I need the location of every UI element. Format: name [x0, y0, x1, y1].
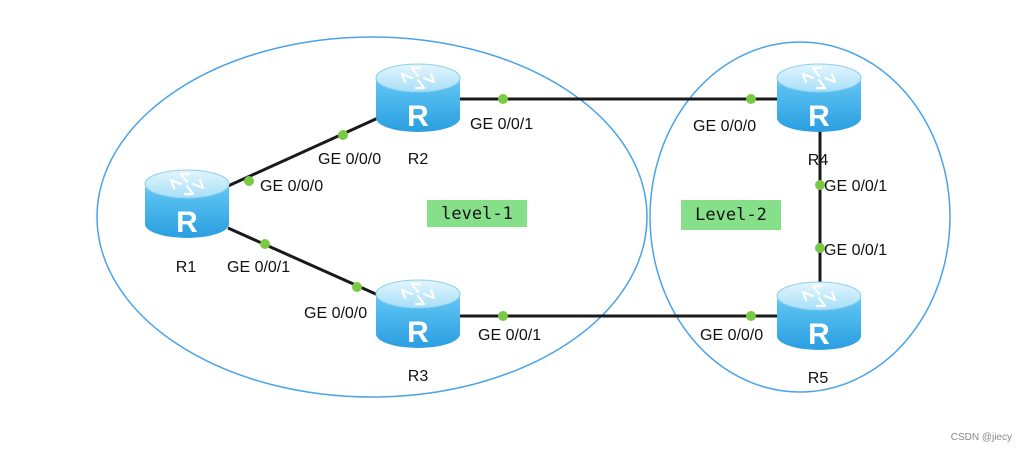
port-dot-r3-ge000 [352, 282, 362, 292]
port-label-r2-ge001: GE 0/0/1 [470, 116, 533, 133]
router-r1-icon-letter: R [176, 206, 198, 239]
router-r4-label: R4 [808, 152, 829, 169]
router-r1[interactable]: R [143, 168, 231, 240]
area-tag-level-1: level-1 [427, 200, 527, 227]
port-dot-r5-ge000 [746, 311, 756, 321]
watermark: CSDN @jiecy [951, 432, 1012, 443]
router-r5-icon-letter: R [808, 318, 830, 351]
area-level-1-boundary [96, 36, 648, 398]
router-r1-label: R1 [176, 259, 197, 276]
router-r2-label: R2 [408, 151, 429, 168]
area-level-2-boundary [649, 41, 951, 393]
port-label-r5-ge001: GE 0/0/1 [824, 242, 887, 259]
router-r5[interactable]: R [775, 280, 863, 352]
port-dot-r2-ge000 [338, 130, 348, 140]
area-tag-level-2-label: Level-2 [695, 205, 767, 225]
link-r1-r2 [227, 116, 379, 188]
port-label-r4-ge000: GE 0/0/0 [693, 118, 756, 135]
port-label-r5-ge000: GE 0/0/0 [700, 327, 763, 344]
router-r4-icon-letter: R [808, 100, 830, 133]
area-tag-level-2: Level-2 [681, 200, 781, 230]
port-dot-r3-ge001 [498, 311, 508, 321]
router-r2[interactable]: R [374, 62, 462, 134]
port-dot-r5-ge001 [815, 243, 825, 253]
port-dot-r1-ge001 [260, 239, 270, 249]
router-r2-icon-letter: R [407, 100, 429, 133]
port-dot-r4-ge001 [815, 180, 825, 190]
port-dot-r1-ge000 [244, 176, 254, 186]
area-tag-level-1-label: level-1 [441, 204, 513, 224]
port-label-r3-ge001: GE 0/0/1 [478, 327, 541, 344]
port-label-r1-ge001: GE 0/0/1 [227, 259, 290, 276]
link-r1-r3 [227, 226, 379, 297]
port-label-r1-ge000: GE 0/0/0 [260, 178, 323, 195]
port-dot-r4-ge000 [746, 94, 756, 104]
port-dot-r2-ge001 [498, 94, 508, 104]
router-r3-icon-letter: R [407, 316, 429, 349]
router-r5-label: R5 [808, 370, 829, 387]
port-label-r4-ge001: GE 0/0/1 [824, 178, 887, 195]
router-r4[interactable]: R [775, 62, 863, 134]
port-label-r3-ge000: GE 0/0/0 [304, 305, 367, 322]
router-r3[interactable]: R [374, 278, 462, 350]
port-label-r2-ge000: GE 0/0/0 [318, 151, 381, 168]
router-r3-label: R3 [408, 368, 429, 385]
